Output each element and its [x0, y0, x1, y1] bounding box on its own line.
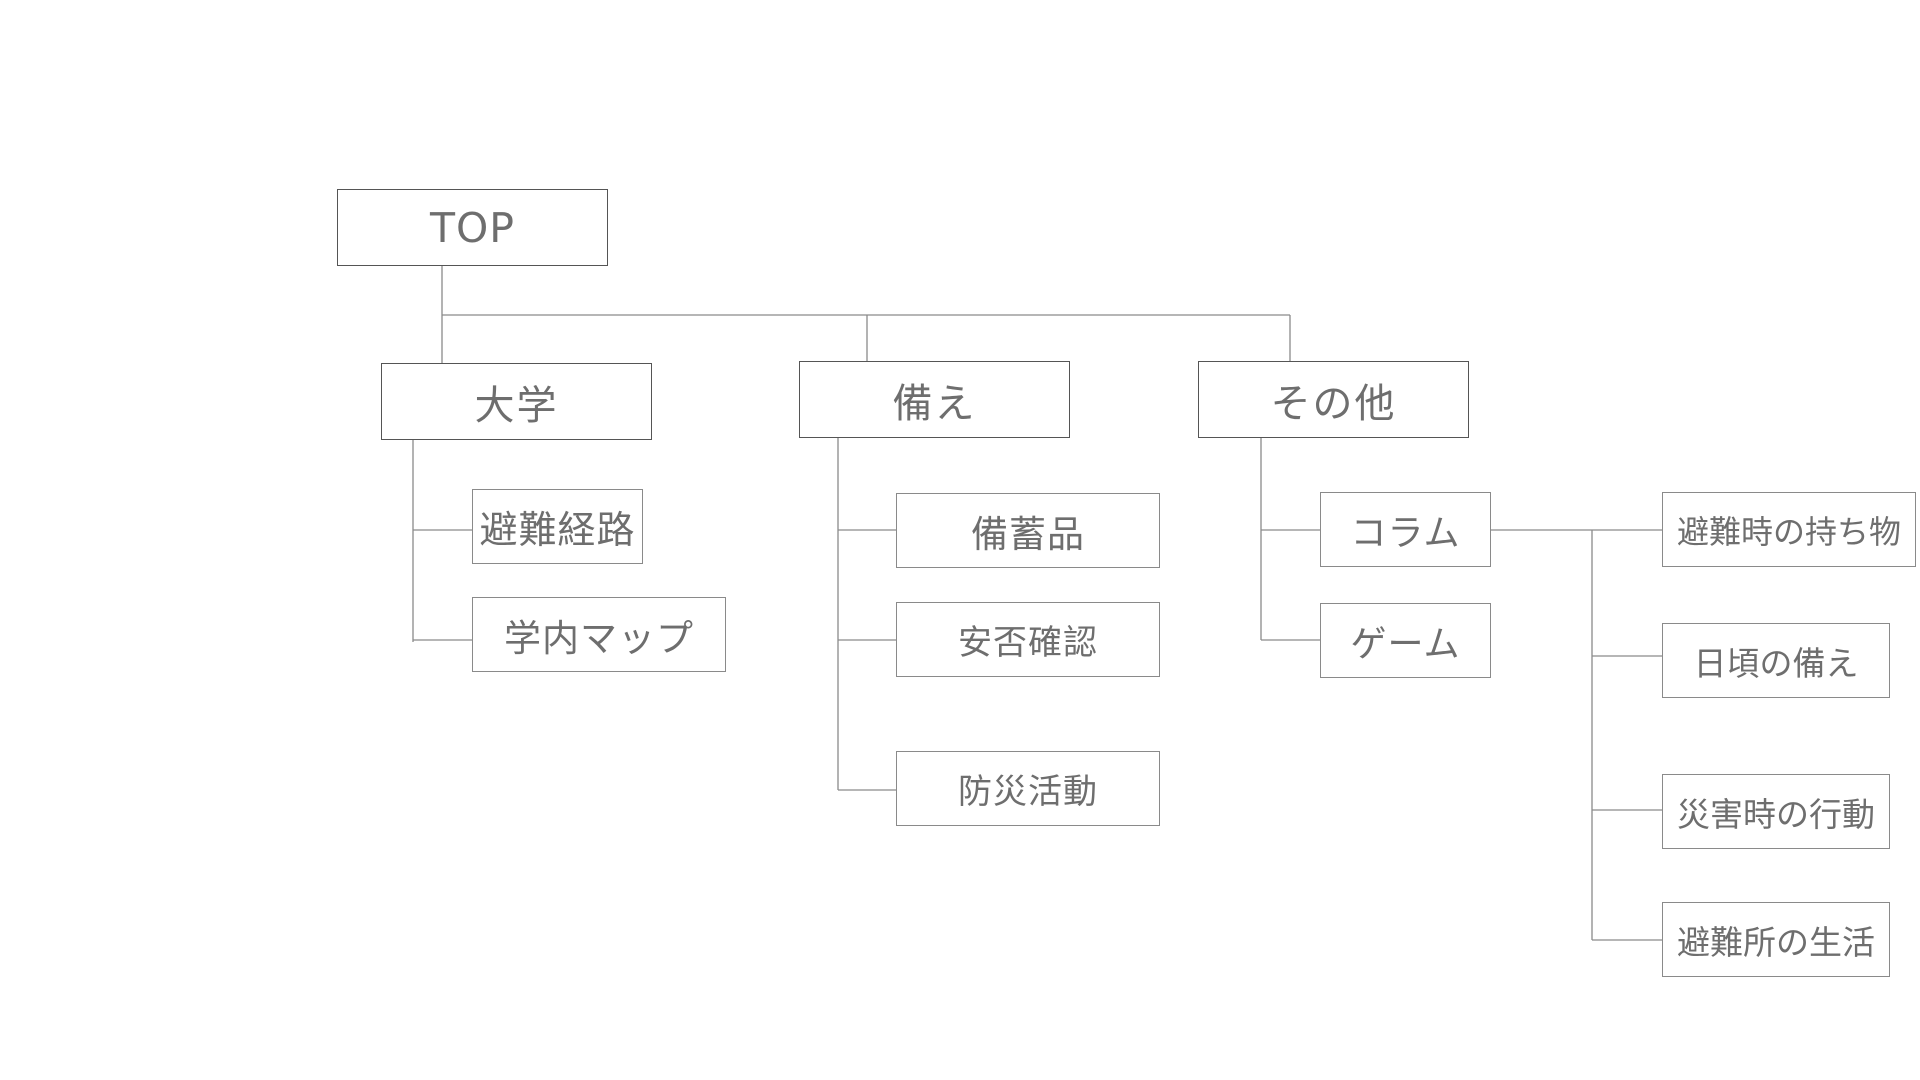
node-anpi-kakunin: 安否確認: [896, 602, 1160, 677]
node-hinanji-mochimono: 避難時の持ち物: [1662, 492, 1916, 567]
node-label: 備え: [892, 380, 977, 427]
node-label: 避難所の生活: [1677, 922, 1875, 962]
node-label: その他: [1270, 380, 1397, 427]
node-daigaku: 大学: [381, 363, 652, 440]
node-hinanjo-seikatsu: 避難所の生活: [1662, 902, 1890, 977]
node-label: 備蓄品: [971, 512, 1085, 556]
node-label: TOP: [429, 203, 516, 252]
node-campus-map: 学内マップ: [472, 597, 726, 672]
node-sonota: その他: [1198, 361, 1469, 438]
node-label: 避難時の持ち物: [1676, 512, 1901, 551]
node-label: 日頃の備え: [1693, 643, 1859, 683]
node-label: ゲーム: [1350, 623, 1461, 665]
node-label: 大学: [474, 382, 559, 429]
node-bichikuhin: 備蓄品: [896, 493, 1160, 568]
node-hinan-keiro: 避難経路: [472, 489, 643, 564]
node-label: 災害時の行動: [1677, 794, 1875, 834]
node-label: 防災活動: [958, 772, 1098, 812]
node-label: コラム: [1350, 512, 1461, 554]
node-bosai-katsudo: 防災活動: [896, 751, 1160, 826]
node-saigaiji-kodo: 災害時の行動: [1662, 774, 1890, 849]
node-sonae: 備え: [799, 361, 1070, 438]
node-top: TOP: [337, 189, 608, 266]
node-game: ゲーム: [1320, 603, 1491, 678]
node-label: 安否確認: [958, 623, 1098, 663]
node-column: コラム: [1320, 492, 1491, 567]
node-higoro-sonae: 日頃の備え: [1662, 623, 1890, 698]
node-label: 避難経路: [479, 508, 636, 552]
node-label: 学内マップ: [504, 616, 694, 660]
